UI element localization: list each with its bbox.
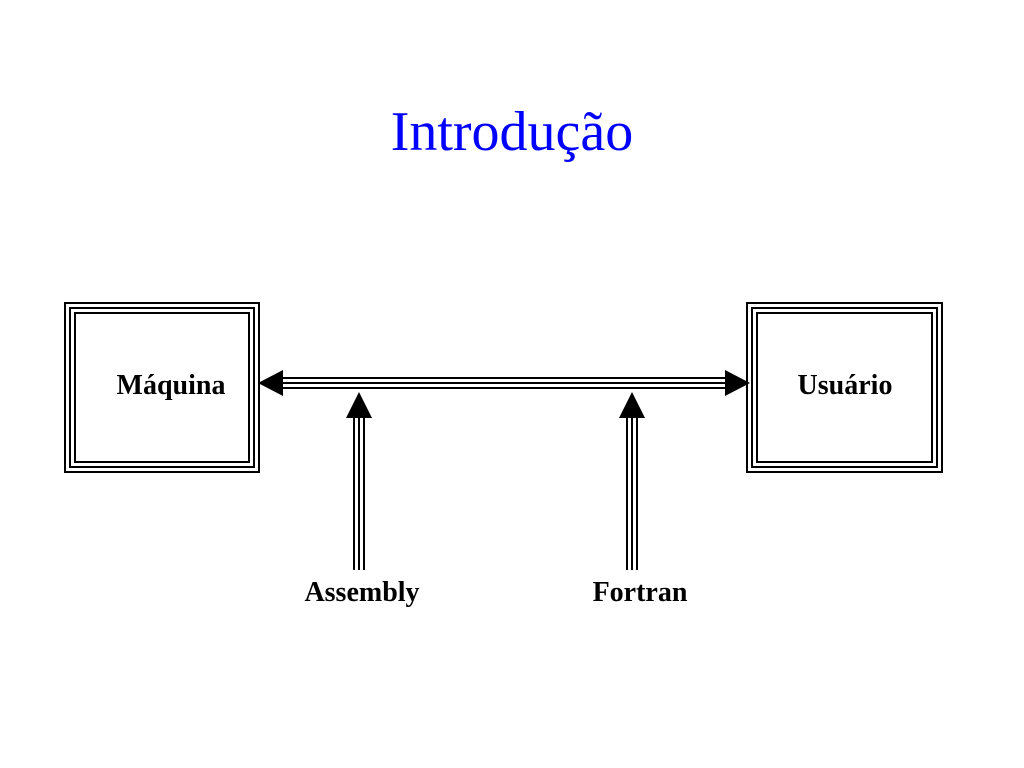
arrowhead-right-icon bbox=[725, 370, 750, 396]
user-label: Usuário bbox=[798, 370, 893, 401]
machine-box: Máquina bbox=[64, 302, 260, 473]
bidirectional-arrow bbox=[258, 370, 750, 396]
assembly-arrow bbox=[346, 392, 372, 570]
arrowhead-up-icon bbox=[619, 392, 645, 418]
fortran-label: Fortran bbox=[593, 577, 688, 608]
user-box: Usuário bbox=[746, 302, 943, 473]
machine-label: Máquina bbox=[117, 370, 226, 401]
slide-title: Introdução bbox=[390, 101, 634, 163]
arrowhead-up-icon bbox=[346, 392, 372, 418]
arrowhead-left-icon bbox=[258, 370, 283, 396]
fortran-arrow bbox=[619, 392, 645, 570]
assembly-label: Assembly bbox=[304, 577, 419, 608]
